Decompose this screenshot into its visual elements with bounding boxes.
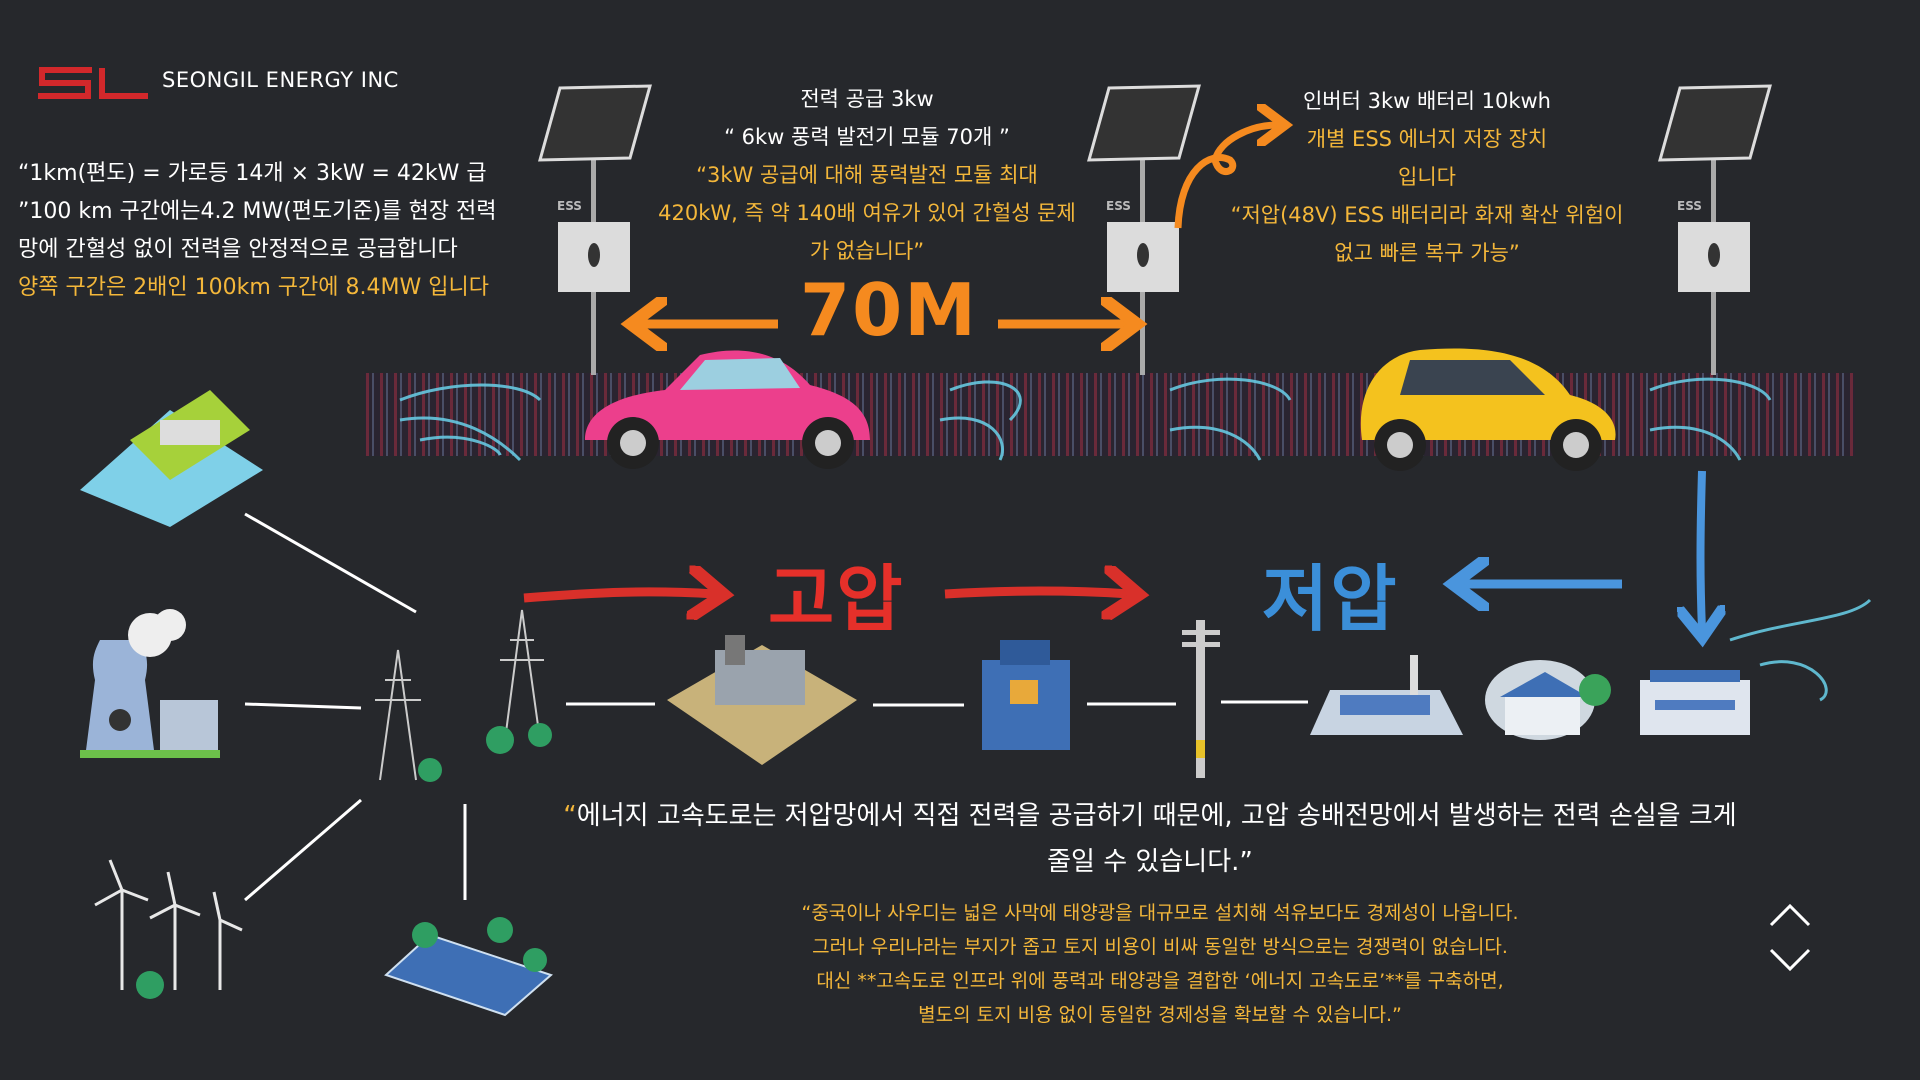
solar-ess-pole bbox=[1658, 84, 1772, 377]
distance-label: 70M bbox=[800, 268, 978, 352]
wind-module-description: 전력 공급 3kw “ 6kw 풍력 발전기 모듈 70개 ” “3kW 공급에… bbox=[627, 80, 1107, 270]
sub-quote: “중국이나 사우디는 넓은 사막에 태양광을 대규모로 설치해 석유보다도 경제… bbox=[560, 896, 1760, 1032]
wind-swirl-icons bbox=[399, 377, 1872, 702]
text-line: 개별 ESS 에너지 저장 장치 bbox=[1306, 127, 1548, 151]
text-line: “3kW 공급에 대해 풍력발전 모듈 최대 bbox=[696, 163, 1038, 187]
sub-quote-line: 대신 **고속도로 인프라 위에 풍력과 태양광을 결합한 ‘에너지 고속도로’… bbox=[816, 970, 1504, 992]
wind-generator-strip bbox=[365, 373, 1855, 456]
transmission-tower-icon bbox=[375, 609, 552, 782]
left-highlight: 양쪽 구간은 2배인 100km 구간에 8.4MW 입니다 bbox=[18, 275, 489, 300]
high-voltage-arrow-2 bbox=[944, 591, 1130, 594]
sub-quote-line: 그러나 우리나라는 부지가 좁고 토지 비용이 비싸 동일한 방식으로는 경쟁력… bbox=[812, 936, 1508, 958]
connection-lines bbox=[244, 512, 1308, 902]
high-voltage-label: 고압 bbox=[768, 557, 905, 641]
nuclear-plant-icon bbox=[80, 609, 220, 758]
text-line: 입니다 bbox=[1398, 165, 1456, 189]
quote-line: 줄일 수 있습니다.” bbox=[1047, 847, 1253, 877]
text-line: 인버터 3kw 배터리 10kwh bbox=[1302, 89, 1551, 113]
wind-turbines-icon bbox=[94, 859, 243, 999]
main-quote: “에너지 고속도로는 저압망에서 직접 전력을 공급하기 때문에, 고압 송배전… bbox=[500, 793, 1800, 885]
low-voltage-label: 저압 bbox=[1262, 557, 1399, 641]
left-line: 망에 간혈성 없이 전력을 안정적으로 공급합니다 bbox=[18, 237, 458, 262]
chevron-up-icon[interactable] bbox=[1768, 900, 1812, 930]
house-icon bbox=[1485, 660, 1611, 740]
factory-icon bbox=[1310, 655, 1463, 735]
sub-quote-line: 별도의 토지 비용 없이 동일한 경제성을 확보할 수 있습니다.” bbox=[918, 1004, 1402, 1026]
text-line: 가 없습니다” bbox=[809, 239, 925, 263]
logo-icon bbox=[38, 67, 148, 99]
text-line: “ 6kw 풍력 발전기 모듈 70개 ” bbox=[724, 125, 1010, 149]
text-line: “저압(48V) ESS 배터리라 화재 확산 위험이 bbox=[1230, 203, 1624, 227]
substation-icon bbox=[667, 635, 857, 765]
hydro-dam-icon bbox=[80, 390, 263, 527]
sub-quote-line: “중국이나 사우디는 넓은 사막에 태양광을 대규모로 설치해 석유보다도 경제… bbox=[801, 902, 1519, 924]
company-name: SEONGIL ENERGY INC bbox=[162, 68, 399, 92]
ess-description: 인버터 3kw 배터리 10kwh 개별 ESS 에너지 저장 장치 입니다 “… bbox=[1187, 82, 1667, 272]
chevron-down-icon[interactable] bbox=[1768, 945, 1812, 975]
quote-mark: “ bbox=[563, 801, 577, 831]
building-icon bbox=[1640, 670, 1750, 735]
quote-line: 에너지 고속도로는 저압망에서 직접 전력을 공급하기 때문에, 고압 송배전망… bbox=[576, 801, 1737, 831]
left-description: “1km(편도) = 가로등 14개 × 3kW = 42kW 급 ”100 k… bbox=[18, 155, 497, 307]
yellow-car-icon bbox=[1360, 348, 1616, 471]
text-line: 전력 공급 3kw bbox=[800, 87, 934, 111]
down-arrow bbox=[1701, 470, 1703, 630]
high-voltage-arrow-1 bbox=[523, 592, 715, 598]
left-line: “1km(편도) = 가로등 14개 × 3kW = 42kW 급 bbox=[18, 161, 487, 186]
solar-farm-icon bbox=[384, 917, 553, 1017]
solar-ess-pole: ESS bbox=[538, 84, 652, 375]
utility-pole-icon bbox=[1182, 620, 1220, 778]
text-line: 없고 빠른 복구 가능” bbox=[1334, 241, 1520, 265]
transformer-icon bbox=[982, 640, 1070, 750]
svg-text:ESS: ESS bbox=[557, 199, 582, 213]
text-line: 420kW, 즉 약 140배 여유가 있어 간헐성 문제 bbox=[658, 201, 1076, 225]
curved-arrow-icon bbox=[1174, 125, 1278, 229]
pink-car-icon bbox=[585, 350, 870, 469]
left-line: ”100 km 구간에는4.2 MW(편도기준)를 현장 전력 bbox=[18, 199, 497, 224]
